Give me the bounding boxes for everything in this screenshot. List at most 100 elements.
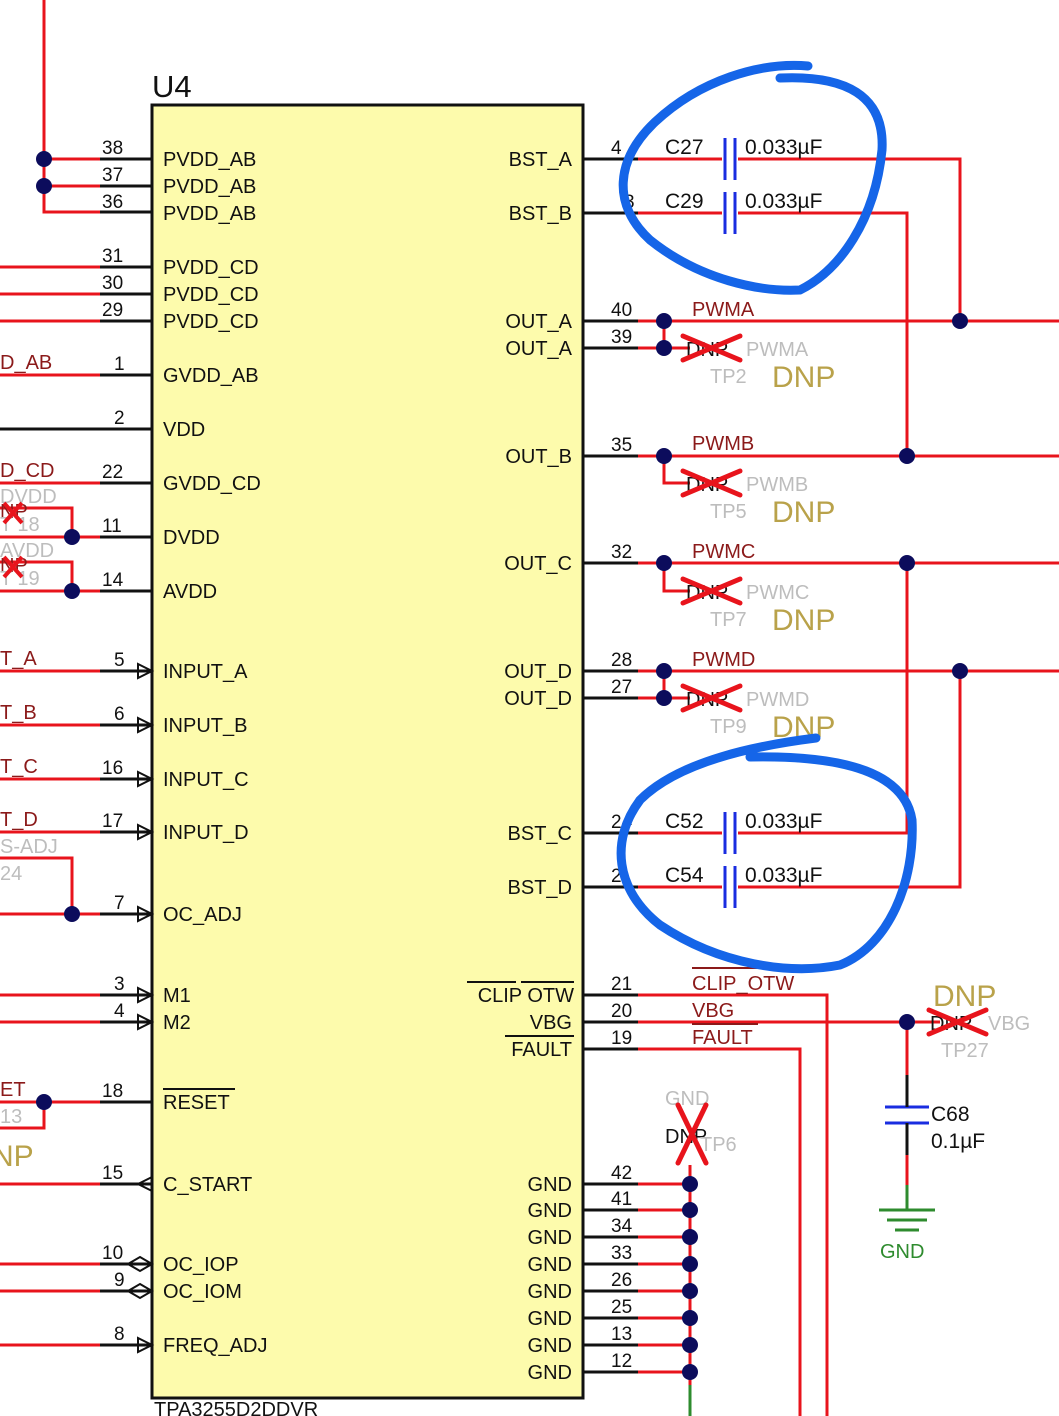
pin-name: FAULT — [511, 1039, 572, 1061]
label-fragment: 24 — [0, 863, 22, 885]
pin-name: BST_B — [509, 203, 572, 225]
net-label-fragment: ET — [0, 1079, 26, 1101]
pin-name: GND — [528, 1254, 572, 1276]
pin-num: 34 — [611, 1216, 633, 1237]
pin-name: M2 — [163, 1012, 191, 1034]
pin-name: OUT_B — [505, 446, 572, 468]
pin-num: 19 — [611, 1028, 632, 1049]
highlight-circle-bottom — [616, 733, 917, 974]
pin-name: GND — [528, 1174, 572, 1196]
pin-num: 32 — [611, 542, 632, 563]
tp-dnp-status: DNP — [772, 496, 835, 529]
pin-name: INPUT_B — [163, 715, 247, 737]
pin-num: 41 — [611, 1189, 632, 1210]
pin-name: BST_D — [508, 877, 572, 899]
left-dnp-x-marks — [2, 501, 24, 579]
label-fragment: T 18 — [0, 514, 40, 536]
pin-name: OUT_C — [504, 553, 572, 575]
tp-ref: TP9 — [710, 716, 747, 738]
input-arrows — [126, 662, 155, 1354]
pin-num: 17 — [102, 811, 123, 832]
ground-wires — [688, 1185, 909, 1416]
tp-net: PWMB — [746, 474, 808, 496]
pin-name: PVDD_CD — [163, 284, 259, 306]
ground-symbol — [879, 1208, 935, 1232]
pin-num: 33 — [611, 1243, 632, 1264]
cap-value: 0.1µF — [931, 1130, 985, 1153]
pin-num: 8 — [114, 1324, 125, 1345]
label-fragment: DVDD — [0, 486, 57, 508]
cap-value: 0.033µF — [745, 810, 822, 833]
pin-num: 42 — [611, 1163, 632, 1184]
pin-name: GVDD_AB — [163, 365, 259, 387]
right-pin-labels: 4 BST_A 3 BST_B 40 OUT_A 39 OUT_A 35 OUT… — [478, 138, 635, 1384]
pin-num: 4 — [611, 138, 622, 159]
net-label: PWMB — [692, 433, 754, 455]
pin-num: 13 — [611, 1324, 632, 1345]
pin-num: 14 — [102, 570, 124, 591]
pin-num: 37 — [102, 165, 123, 186]
pin-name: INPUT_D — [163, 822, 249, 844]
pin-name: OUT_A — [505, 311, 572, 333]
pin-num: 22 — [102, 462, 123, 483]
pin-name: VBG — [530, 1012, 572, 1034]
tp-ref: TP5 — [710, 501, 747, 523]
pin-name: GND — [528, 1200, 572, 1222]
pin-name: PVDD_AB — [163, 176, 256, 198]
pin-name: BST_C — [508, 823, 572, 845]
cap-value: 0.033µF — [745, 190, 822, 213]
cap-labels: C27 0.033µF C29 0.033µF C52 0.033µF C54 … — [665, 136, 985, 1153]
pin-num: 15 — [102, 1163, 123, 1184]
pin-num: 29 — [102, 300, 123, 321]
dnp-x-marks — [675, 333, 989, 1166]
pin-num: 6 — [114, 704, 125, 725]
label-fragment: T 19 — [0, 568, 40, 590]
pin-name: GND — [528, 1227, 572, 1249]
pin-name: PVDD_CD — [163, 311, 259, 333]
highlight-circle-top — [618, 60, 887, 295]
tp-net: PWMA — [746, 339, 809, 361]
pin-num: 7 — [114, 893, 125, 914]
pin-num: 25 — [611, 1297, 632, 1318]
pin-num: 3 — [114, 974, 125, 995]
pin-num: 26 — [611, 1270, 632, 1291]
tp-ref: TP7 — [710, 609, 747, 631]
tp-net: PWMC — [746, 582, 809, 604]
pin-num: 36 — [102, 192, 123, 213]
net-labels: PWMA PWMB PWMC PWMD CLIP_OTW VBG FAULT — [692, 299, 812, 1049]
pin-num: 38 — [102, 138, 123, 159]
pin-stubs — [0, 157, 638, 1374]
pin-name: OUT_D — [504, 661, 572, 683]
tp-net: VBG — [988, 1013, 1030, 1035]
net-label-fragment: T_B — [0, 702, 37, 724]
cap-ref: C68 — [931, 1103, 970, 1126]
pin-num: 2 — [114, 408, 125, 429]
clip-otw-fault-overbars — [467, 981, 574, 1037]
pin-name: PVDD_CD — [163, 257, 259, 279]
net-label: PWMA — [692, 299, 755, 321]
pin-num: 12 — [611, 1351, 632, 1372]
pin-name: FREQ_ADJ — [163, 1335, 267, 1357]
pin-num: 18 — [102, 1081, 123, 1102]
highlight-annotations — [616, 60, 917, 974]
pin-name: GND — [528, 1281, 572, 1303]
cap-ref: C29 — [665, 190, 704, 213]
pin-name: RESET — [163, 1092, 230, 1114]
net-label: FAULT — [692, 1027, 753, 1049]
net-label-fragment: D_AB — [0, 352, 52, 374]
tp-net: PWMD — [746, 689, 809, 711]
pin-name: CLIP OTW — [478, 985, 574, 1007]
pin-num: 9 — [114, 1270, 125, 1291]
pin-num: 11 — [102, 516, 122, 537]
pin-num: 4 — [114, 1001, 125, 1022]
label-fragment: 13 — [0, 1106, 22, 1128]
pin-num: 28 — [611, 650, 632, 671]
net-label: CLIP_OTW — [692, 973, 794, 995]
ic-refdes: U4 — [152, 69, 192, 104]
net-label: PWMD — [692, 649, 755, 671]
tp-ref: TP6 — [700, 1134, 737, 1156]
pin-name: C_START — [163, 1174, 252, 1196]
pin-num: 1 — [114, 354, 125, 375]
pin-name: GND — [528, 1335, 572, 1357]
pin-num: 30 — [102, 273, 123, 294]
